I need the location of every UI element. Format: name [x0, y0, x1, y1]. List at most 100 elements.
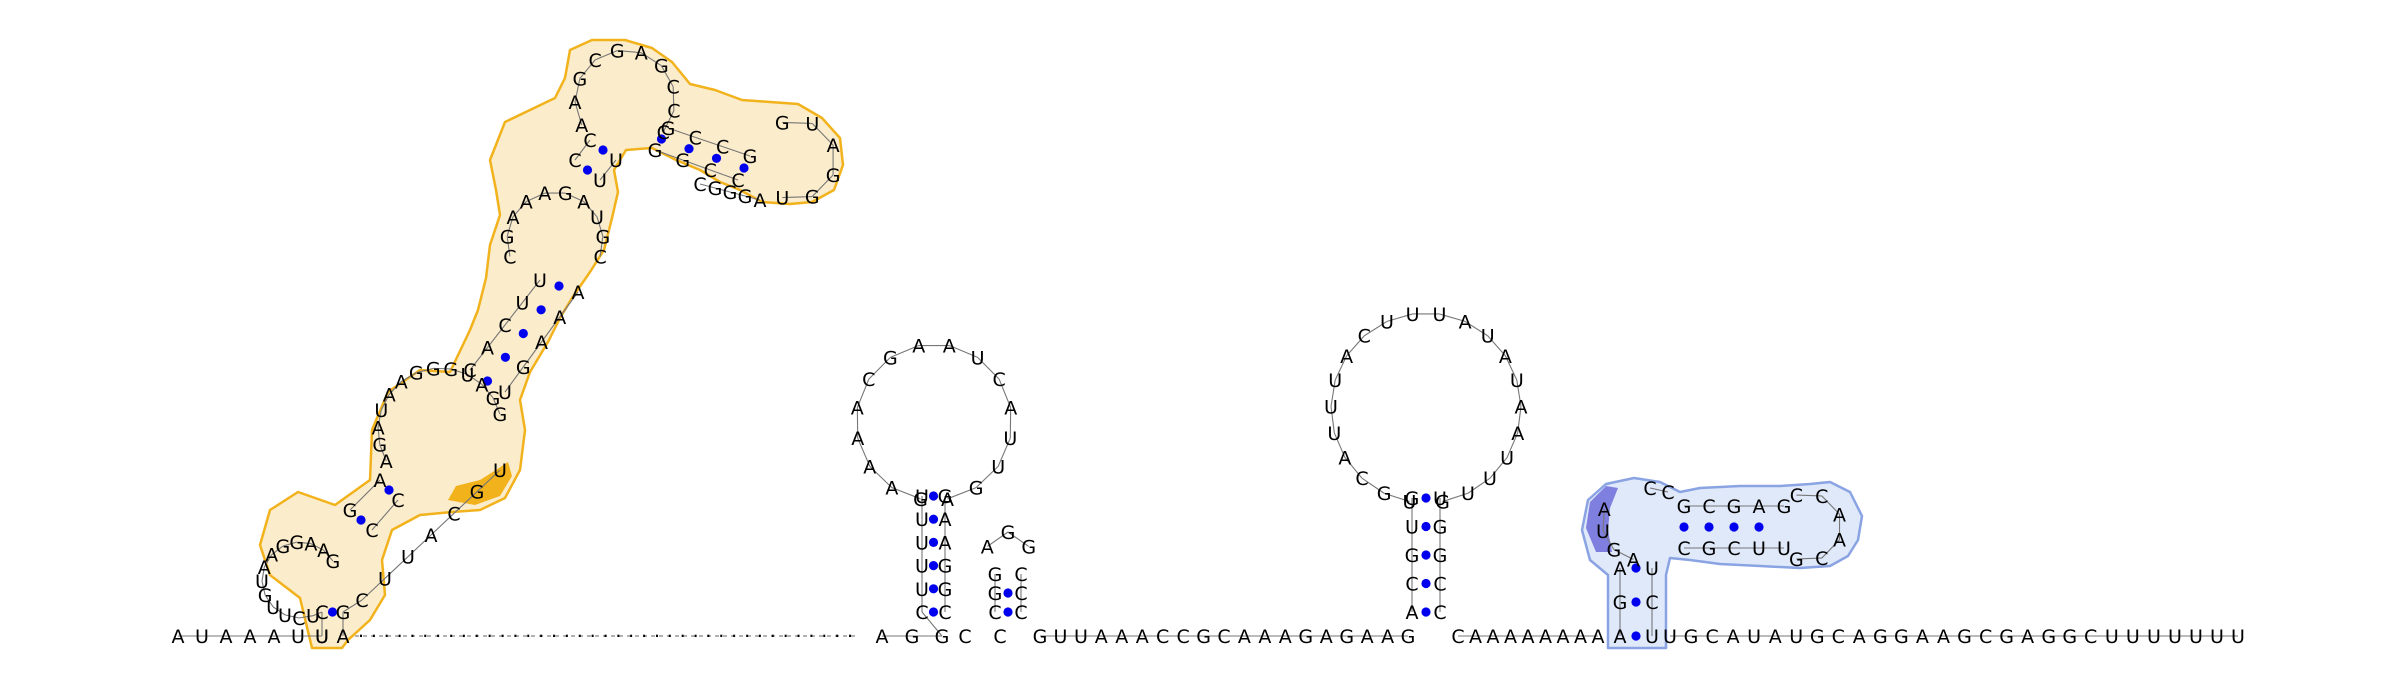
backbone-segment [947, 487, 977, 500]
tail-nt: U [1789, 626, 1803, 648]
backbone-segment [1821, 495, 1840, 515]
backbone-segment [977, 356, 1000, 380]
linker-a-nt: G [1401, 626, 1416, 648]
blue-arm-top: G [1677, 496, 1692, 518]
yellow-arm-bottom: C [704, 160, 717, 182]
backbone-segment [298, 615, 314, 619]
hairpin3-right: G [1433, 517, 1448, 539]
linker-a-nt: A [1115, 626, 1128, 648]
backbone-lines [178, 50, 2238, 637]
base-pair-dot [1421, 493, 1431, 503]
base-pair-dot [1631, 563, 1641, 573]
hairpin3-loop-nt: C [1358, 326, 1371, 348]
yellow-stem3-left: A [481, 338, 494, 360]
blue-arm-top: C [1702, 496, 1715, 518]
tail-nt: C [1979, 626, 1992, 648]
tail-nt: G [1810, 626, 1825, 648]
tail-nt: G [1999, 626, 2014, 648]
blue-loop-a-nt: A [1627, 549, 1640, 571]
hairpin2-right: C [1014, 602, 1027, 624]
backbone-mid-nt: A [876, 626, 889, 648]
backbone-segment [264, 594, 274, 608]
hairpin2-loop-nt: G [1001, 522, 1016, 544]
hairpin3-loop-nt: G [1435, 492, 1450, 514]
hairpin3-loop-nt: U [1461, 483, 1475, 505]
base-pair-dot [739, 163, 749, 173]
hairpin3-right: C [1433, 602, 1446, 624]
hairpin1-loop-nt: U [1003, 428, 1017, 450]
yellow-inner-loop-nt: A [395, 372, 408, 394]
blue-loop-a-nt: A [1598, 499, 1611, 521]
base-pair-dot [518, 328, 528, 339]
backbone-segment [1487, 335, 1506, 357]
backbone-segment [1334, 355, 1348, 381]
unpaired-gap-marker: . [512, 620, 518, 642]
backbone-segment [1439, 313, 1466, 322]
unpaired-gap-marker: . [551, 620, 557, 642]
backbone-segment [1821, 539, 1840, 559]
backbone-mid-nt: G [935, 626, 950, 648]
yellow-loop1-nt: G [289, 532, 304, 554]
yellow-inner-loop2-nt: A [520, 192, 533, 214]
tail-nt: U [2126, 626, 2140, 648]
hairpin1-loop-nt: C [993, 369, 1006, 391]
backbone-nt: C [958, 626, 971, 648]
backbone-segment [1517, 406, 1522, 434]
hairpin1-right: C [938, 602, 951, 624]
linker-b-nt: A [1539, 626, 1552, 648]
yellow-bulge-nt: U [401, 547, 415, 569]
tail-nt: U [2147, 626, 2161, 648]
tail-nt: G [1894, 626, 1909, 648]
tail-nt: G [1684, 626, 1699, 648]
base-pair-dot [598, 145, 608, 155]
yellow-stem2-right: C [365, 520, 378, 542]
blue-stem-left: G [1613, 592, 1628, 614]
hairpin3-loop-nt: U [1432, 304, 1446, 326]
linker-a-nt: A [1136, 626, 1149, 648]
backbone-segment [349, 479, 381, 511]
blue-arm-loop-nt: C [1815, 548, 1828, 570]
unpaired-gap-marker: . [448, 620, 454, 642]
tail-nt: A [1853, 626, 1866, 648]
blue-arm-bottom: C [1727, 538, 1740, 560]
yellow-loop1-nt: U [255, 571, 269, 593]
yellow-arm-tip-nt: G [826, 165, 841, 187]
unpaired-gap-marker: . [590, 620, 596, 642]
unpaired-gap-marker: . [808, 620, 814, 642]
backbone-segment [868, 356, 891, 380]
yellow-arm-return: G [723, 182, 738, 204]
blue-arm-loop-nt: G [1789, 549, 1804, 571]
unpaired-gap-marker: . [577, 620, 583, 642]
base-pair-dot [928, 514, 939, 524]
yellow-inner-loop-nt: A [372, 417, 385, 439]
yellow-stem2-left: G [343, 500, 358, 522]
yellow-loop1-nt: U [266, 597, 280, 619]
base-pair-dot [1679, 522, 1689, 532]
yellow-stem4-left: C [568, 150, 581, 172]
unpaired-gap-marker: . [397, 620, 403, 642]
hairpin1-right: G [938, 556, 953, 578]
hairpin3-loop-nt: A [1459, 311, 1472, 333]
backbone-segment [682, 159, 711, 171]
base-pair-dot [482, 376, 493, 386]
yellow-loop1-nt: A [317, 540, 330, 562]
backbone-segment [400, 372, 417, 383]
tail-nt: G [1873, 626, 1888, 648]
backbone-nt: C [993, 626, 1006, 648]
unpaired-gap-marker: . [538, 620, 544, 642]
yellow-arm-tip-nt: G [775, 112, 790, 134]
yellow-arm-loop-nt: G [610, 41, 625, 63]
backbone-segment [467, 373, 483, 385]
backbone-segment [361, 577, 386, 601]
hairpin1-loop-nt: A [851, 398, 864, 420]
backbone-segment [526, 192, 546, 202]
hairpin3-loop-nt: U [1500, 448, 1514, 470]
backbone-segment [263, 554, 273, 568]
yellow-bulge-nt: U [378, 568, 392, 590]
yellow-stem3-right: G [516, 357, 531, 379]
backbone-segment [729, 191, 746, 197]
unpaired-gap-marker: . [474, 620, 480, 642]
yellow-bulge-nt: U [493, 460, 507, 482]
backbone-segment [857, 437, 871, 467]
yellow-stem1-left: U [315, 626, 329, 648]
